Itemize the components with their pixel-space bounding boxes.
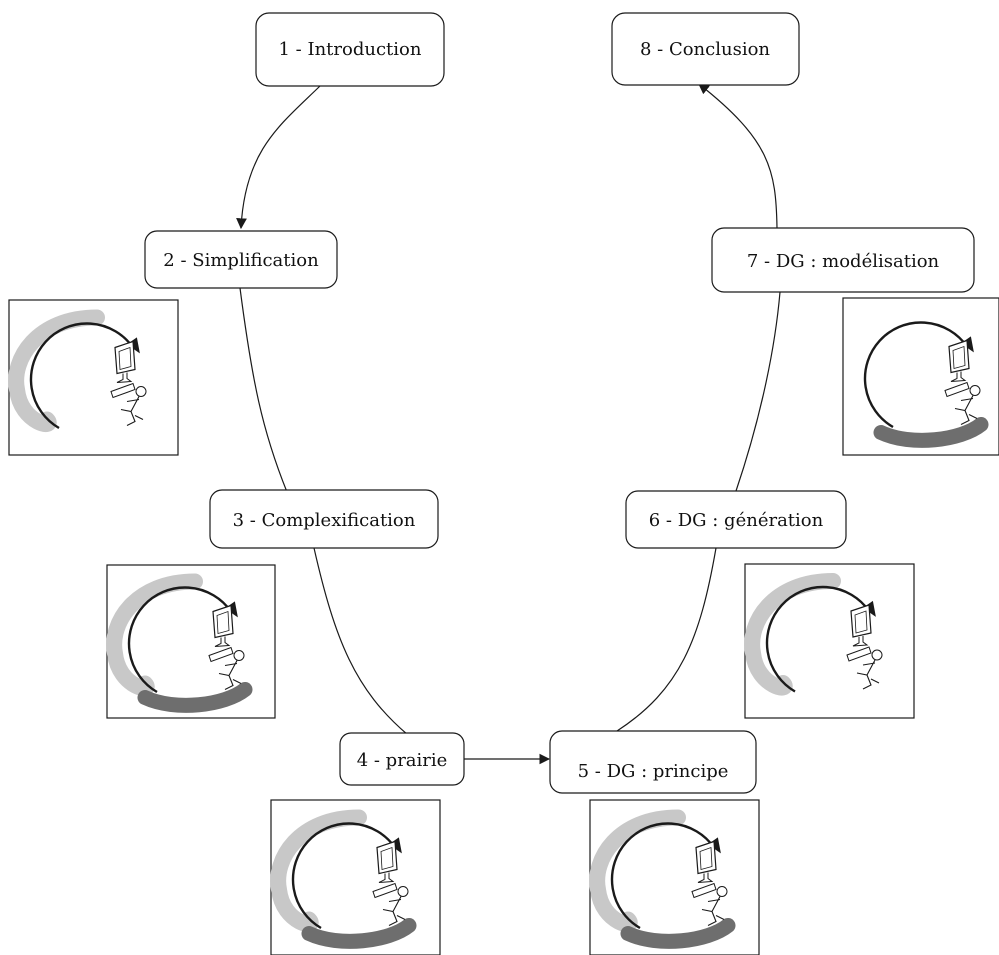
cycle-arrow (610, 822, 715, 930)
node-prairie[interactable]: 4 - prairie (339, 732, 465, 786)
monitor-icon (376, 840, 398, 875)
monitor-icon (948, 339, 970, 374)
keyboard-icon (110, 382, 136, 399)
cycle-arrow (765, 585, 870, 693)
person-icon (233, 650, 245, 661)
cycle-icon (842, 297, 999, 456)
edge-generation-to-modelisation (735, 291, 781, 492)
cycle-icon (270, 799, 441, 955)
node-label: 6 - DG : génération (649, 510, 824, 531)
dark-highlight (137, 682, 253, 713)
cycle-arrow (29, 322, 134, 430)
edge-principe-to-generation (616, 547, 717, 732)
node-generation[interactable]: 6 - DG : génération (625, 490, 847, 549)
node-label: 3 - Complexification (233, 510, 416, 531)
light-highlight (589, 809, 686, 932)
light-highlight (270, 809, 367, 932)
person-icon (969, 385, 981, 396)
monitor-icon (695, 840, 717, 875)
light-highlight (8, 309, 105, 432)
monitor-icon (212, 604, 234, 639)
dark-highlight (620, 918, 736, 949)
cycle-icons (8, 297, 999, 955)
node-label: 5 - DG : principe (578, 761, 729, 782)
person-icon (716, 886, 728, 897)
monitor-icon (850, 604, 872, 638)
light-highlight (106, 573, 203, 696)
person-icon (871, 649, 883, 661)
cycle-arrow (291, 822, 396, 930)
cycle-arrow (863, 321, 968, 429)
person-icon (397, 886, 409, 897)
monitor-icon (114, 340, 136, 375)
keyboard-icon (691, 882, 717, 899)
person-icon (135, 386, 147, 397)
node-introduction[interactable]: 1 - Introduction (255, 12, 445, 87)
node-label: 7 - DG : modélisation (747, 251, 940, 272)
edge-introduction-to-simplification (236, 85, 321, 230)
node-complexification[interactable]: 3 - Complexification (209, 489, 439, 549)
keyboard-icon (944, 381, 970, 398)
edge-complexification-to-prairie (313, 547, 409, 736)
cycle-icon (106, 564, 276, 719)
node-principe[interactable]: 5 - DG : principe (549, 730, 757, 794)
cycle-arrow (127, 586, 232, 694)
edge-simplification-to-complexification (239, 287, 288, 493)
edges (236, 83, 781, 765)
edge-modelisation-to-conclusion (698, 83, 778, 229)
dark-highlight (301, 918, 417, 949)
keyboard-icon (208, 646, 234, 663)
node-label: 1 - Introduction (279, 39, 422, 60)
cycle-icon (589, 799, 760, 955)
node-label: 2 - Simplification (163, 250, 319, 271)
keyboard-icon (846, 646, 872, 662)
cycle-icon (744, 563, 915, 719)
node-conclusion[interactable]: 8 - Conclusion (611, 12, 800, 86)
cycle-icon (8, 299, 179, 456)
node-modelisation[interactable]: 7 - DG : modélisation (711, 227, 975, 293)
keyboard-icon (372, 882, 398, 899)
node-label: 4 - prairie (357, 750, 448, 771)
light-highlight (744, 573, 841, 696)
node-simplification[interactable]: 2 - Simplification (144, 230, 338, 289)
node-label: 8 - Conclusion (640, 39, 770, 60)
dark-highlight (873, 417, 989, 448)
